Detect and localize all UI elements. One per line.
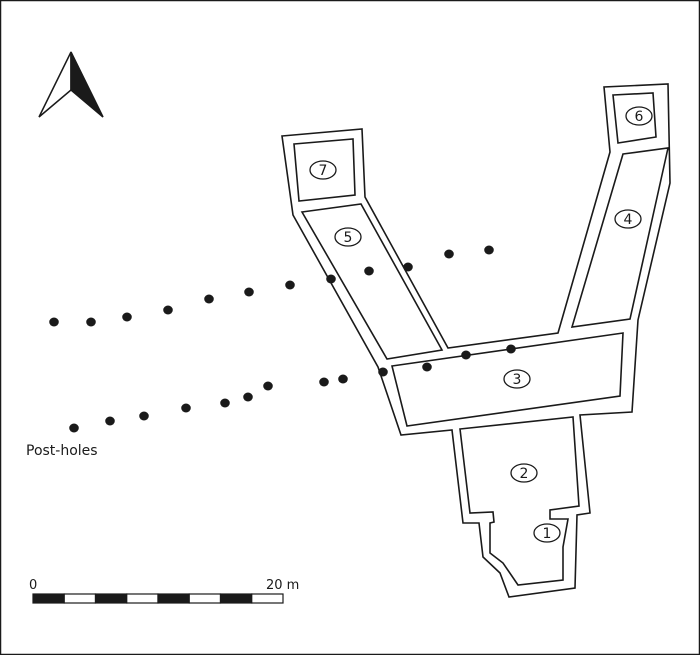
scale-segment: [63, 593, 97, 604]
room-label-ellipse: [625, 106, 653, 126]
post-hole: [326, 274, 336, 284]
room-4-outline: [570, 147, 670, 328]
scale-segment: [157, 593, 190, 604]
post-hole: [181, 403, 191, 413]
room-label-text: 6: [635, 109, 644, 125]
room-label-3: 3: [503, 369, 531, 389]
room-label-4: 4: [614, 209, 642, 229]
scale-segment: [126, 593, 159, 604]
room-label-1: 1: [533, 523, 561, 543]
room-label-6: 6: [625, 106, 653, 126]
post-hole: [105, 416, 115, 426]
building-outer-wall: [281, 83, 671, 598]
room-label-ellipse: [510, 463, 538, 483]
post-holes: [49, 245, 516, 433]
post-hole: [378, 367, 388, 377]
post-hole: [319, 377, 329, 387]
scale-segment: [219, 593, 253, 604]
post-hole: [163, 305, 173, 315]
post-hole: [263, 381, 273, 391]
scale-segment: [32, 593, 65, 604]
room-label-text: 7: [319, 163, 328, 179]
post-hole: [139, 411, 149, 421]
post-hole: [338, 374, 348, 384]
post-hole: [444, 249, 454, 259]
room-7-outline: [293, 138, 356, 202]
post-hole: [285, 280, 295, 290]
post-hole: [49, 317, 59, 327]
room-5-outline: [300, 203, 444, 360]
room-label-ellipse: [533, 523, 561, 543]
scale-start-label: 0: [29, 578, 37, 593]
scale-end-label: 20 m: [266, 578, 299, 593]
room-label-ellipse: [614, 209, 642, 229]
post-hole: [461, 350, 471, 360]
post-hole: [86, 317, 96, 327]
room-label-text: 2: [520, 466, 529, 482]
post-hole: [244, 287, 254, 297]
scale-bar: [32, 593, 284, 604]
room-label-ellipse: [309, 160, 337, 180]
post-hole: [484, 245, 494, 255]
room-label-text: 1: [543, 526, 552, 542]
post-hole: [364, 266, 374, 276]
scale-segment: [188, 593, 222, 604]
room-label-text: 3: [513, 372, 522, 388]
post-hole: [403, 262, 413, 272]
room-6-outline: [612, 92, 657, 144]
north-arrow-icon: [38, 51, 104, 118]
room-3-outline: [391, 332, 624, 427]
room-label-ellipse: [334, 227, 362, 247]
room-label-2: 2: [510, 463, 538, 483]
post-hole: [243, 392, 253, 402]
post-hole: [422, 362, 432, 372]
room-label-text: 4: [624, 212, 633, 228]
post-hole: [122, 312, 132, 322]
room-label-text: 5: [344, 230, 353, 246]
room-label-7: 7: [309, 160, 337, 180]
post-hole: [220, 398, 230, 408]
post-hole: [69, 423, 79, 433]
scale-segment: [251, 593, 284, 604]
post-hole: [506, 344, 516, 354]
post-holes-label: Post-holes: [26, 443, 98, 459]
room-label-ellipse: [503, 369, 531, 389]
room-2-1-outline: [459, 416, 580, 586]
room-label-5: 5: [334, 227, 362, 247]
post-hole: [204, 294, 214, 304]
scale-segment: [94, 593, 128, 604]
